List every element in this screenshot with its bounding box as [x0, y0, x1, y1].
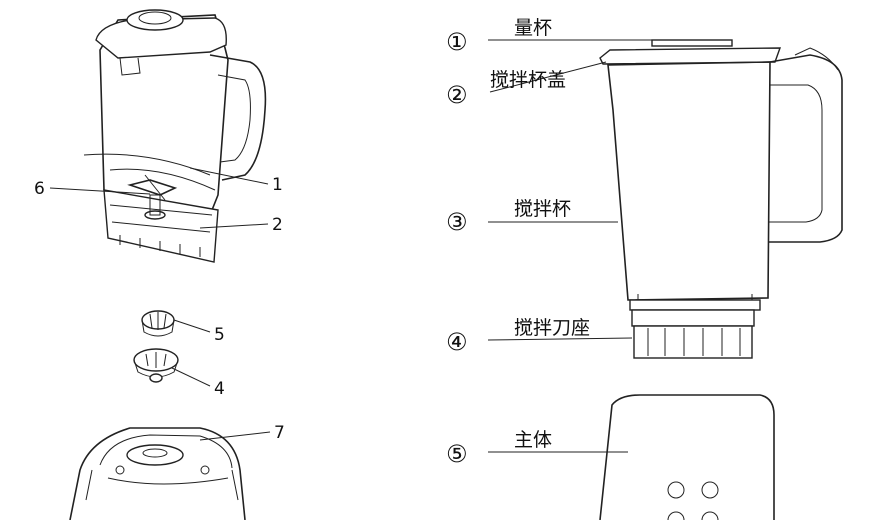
right-blade-base: [629, 294, 761, 359]
left-motor-base: [69, 427, 246, 520]
part-5-number: ⑤: [446, 440, 468, 468]
callout-6: 6: [34, 179, 45, 199]
left-drive-knob-part: [133, 348, 179, 383]
left-jar-assembly: [83, 9, 267, 263]
left-leader-lines: [49, 167, 271, 441]
part-1-label: 量杯: [514, 17, 552, 39]
right-measuring-cup: [651, 39, 733, 47]
part-4-label: 搅拌刀座: [514, 317, 590, 339]
right-main-body: [599, 394, 775, 520]
part-4-number: ④: [446, 328, 468, 356]
left-coupling-part: [141, 310, 175, 337]
callout-5: 5: [214, 325, 225, 345]
part-3-number: ③: [446, 208, 468, 236]
right-leader-lines: [487, 39, 652, 453]
part-5-label: 主体: [514, 429, 552, 451]
part-2-number: ②: [446, 81, 468, 109]
callout-4: 4: [214, 379, 225, 399]
part-3-label: 搅拌杯: [514, 198, 571, 220]
right-jar: [607, 47, 843, 301]
callout-1: 1: [272, 175, 283, 195]
part-2-label: 搅拌杯盖: [490, 69, 566, 91]
part-1-number: ①: [446, 28, 468, 56]
callout-2: 2: [272, 215, 283, 235]
callout-7: 7: [274, 423, 285, 443]
